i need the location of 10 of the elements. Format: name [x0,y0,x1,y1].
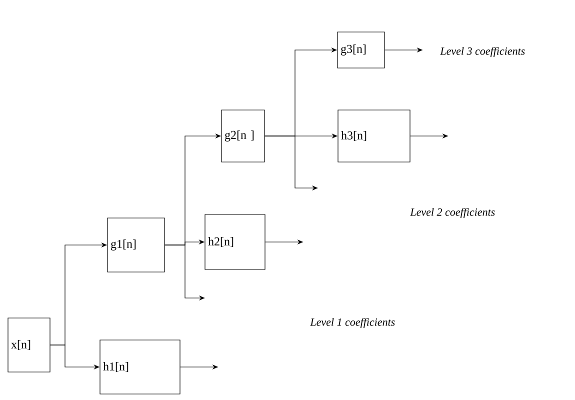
level-label: Level 1 coefficients [310,318,395,328]
filter-box: x[n] [8,318,50,372]
filter-box: g1[n] [107,218,165,272]
filter-box: h3[n] [338,110,410,162]
level-label: Level 2 coefficients [410,208,495,218]
filter-box: g3[n] [337,32,385,68]
level-label: Level 3 coefficients [440,46,525,58]
filter-box: h2[n] [204,214,266,270]
filter-box: g2[n ] [221,110,265,162]
filter-box: h1[n] [100,340,180,394]
